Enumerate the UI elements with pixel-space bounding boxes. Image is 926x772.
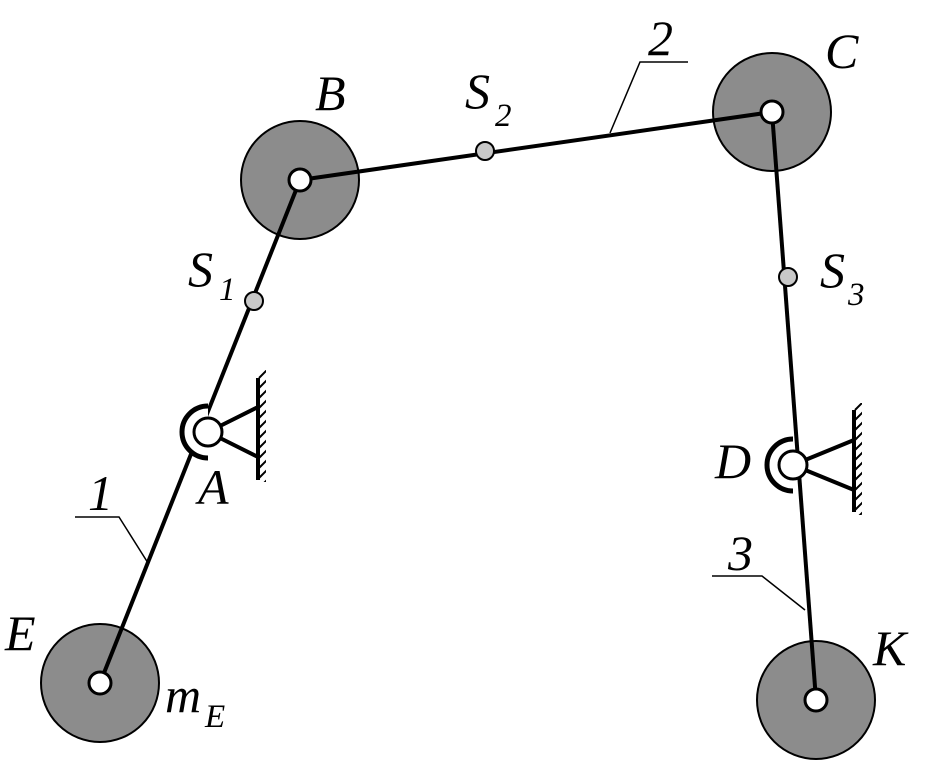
- label-m-subscript: E: [204, 699, 225, 735]
- hinge-E: [87, 670, 113, 696]
- link-2-BC: [299, 110, 773, 182]
- label-C: C: [825, 23, 859, 79]
- label-S3-subscript: 3: [847, 277, 865, 313]
- hinge-K: [803, 687, 829, 713]
- label-A: A: [195, 459, 229, 515]
- hinge-B: [287, 167, 313, 193]
- label-link-2: 2: [648, 10, 673, 66]
- label-link-1: 1: [88, 465, 113, 521]
- label-S1-subscript: 1: [219, 272, 236, 308]
- leader-link-3: [712, 575, 806, 611]
- leader-link-1: [75, 516, 149, 564]
- center-S3: [778, 267, 798, 287]
- label-D: D: [714, 433, 751, 489]
- support-D: [764, 403, 862, 515]
- link-3-CK: [770, 111, 818, 701]
- support-A: [179, 370, 266, 482]
- label-S2: S: [465, 63, 490, 119]
- label-S3: S: [820, 242, 845, 298]
- hinge-C: [759, 99, 785, 125]
- label-link-3: 3: [727, 525, 753, 581]
- center-S1: [244, 291, 264, 311]
- center-S2: [475, 141, 495, 161]
- label-S2-subscript: 2: [495, 98, 512, 134]
- label-S1: S: [188, 241, 213, 297]
- label-m: m: [165, 667, 201, 723]
- label-E: E: [4, 605, 36, 661]
- label-B: B: [315, 65, 346, 121]
- leader-link-2: [609, 61, 688, 134]
- label-K: K: [872, 620, 909, 676]
